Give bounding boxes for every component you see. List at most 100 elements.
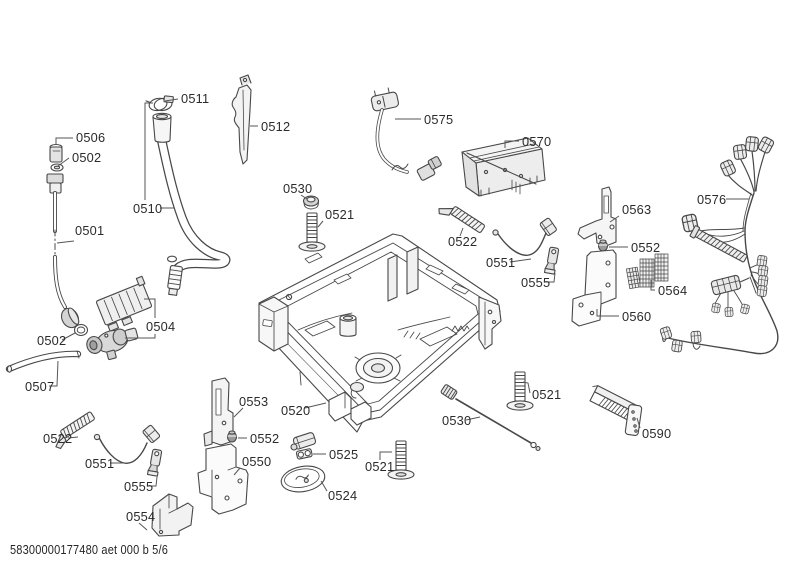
leader-0506 [55,137,73,145]
part-label-0552-bottom: 0552 [250,431,279,446]
part-label-0521-right: 0521 [532,387,561,402]
part-label-0504: 0504 [146,319,175,334]
part-label-0501: 0501 [75,223,104,238]
harness-connector [659,325,673,341]
harness-connector [690,330,702,344]
harness-connector [757,264,769,278]
leader-0504 [125,334,156,339]
part-0521-screw-right [506,371,534,411]
part-0525-switch [290,432,317,460]
part-0550-bracket [197,443,249,515]
harness-connector [744,135,760,153]
part-0552-grommet-right [597,239,609,252]
part-0551-sensor-wire-right [492,217,557,256]
harness-connector [711,302,721,314]
part-0501-supply-hose [53,191,67,309]
part-label-0575: 0575 [424,112,453,127]
part-label-0530-top: 0530 [283,181,312,196]
part-0504-valve [86,327,139,361]
part-0555-latch-left [146,448,163,477]
part-0520-base [258,233,502,433]
leader-0504 [144,298,156,318]
part-label-0521-top: 0521 [325,207,354,222]
leader-0507 [49,360,59,387]
part-label-0576: 0576 [697,192,726,207]
leader-0555-left [148,476,158,487]
part-label-0564: 0564 [658,283,687,298]
part-0504-plate [96,275,152,332]
part-0570-control-module [461,137,546,197]
leader-0564 [650,280,655,291]
part-label-0502-mid: 0502 [37,333,66,348]
part-label-0502-top: 0502 [72,150,101,165]
part-label-0530-bottom: 0530 [442,413,471,428]
part-0555-latch-right [543,246,560,275]
leader-0502-mid [61,332,76,341]
leader-0550 [233,467,241,476]
harness-connector [739,303,751,315]
part-0506-cap [49,143,63,163]
part-0502-ring [73,323,89,337]
part-0553-bracket [203,377,234,447]
part-0530-rod [440,384,541,452]
leader-0570 [504,140,519,148]
part-label-0551-right: 0551 [486,255,515,270]
part-0576-wire-harness [659,135,779,355]
part-0512-strip [231,74,252,165]
part-0507-hose [5,350,82,373]
part-label-0506: 0506 [76,130,105,145]
harness-terminal-block [710,274,742,296]
part-label-0555-right: 0555 [521,275,550,290]
part-label-0554: 0554 [126,509,155,524]
harness-rail [689,225,748,263]
leader-0520 [304,402,327,409]
part-label-0550: 0550 [242,454,271,469]
part-0563-bracket [577,186,617,247]
part-0552-grommet-bottom [226,430,238,443]
part-label-0590: 0590 [642,426,671,441]
leader-0522-right [459,227,464,237]
leader-0502-top [57,157,70,167]
part-0511-clamp [145,95,174,112]
part-0502-washer-top [50,163,64,172]
harness-connector [756,254,768,268]
doc-number: 58300000177480 aet 000 b 5/6 [10,542,168,557]
leader-0521-top [317,220,324,228]
part-label-0570: 0570 [522,134,551,149]
part-label-0520: 0520 [281,403,310,418]
part-label-0507: 0507 [25,379,54,394]
part-0590-rail [589,385,643,436]
part-label-0511: 0511 [181,91,209,106]
part-0575-power-cord [370,87,442,181]
leader-0530-bottom [465,416,481,421]
part-label-0552-right: 0552 [631,240,660,255]
leader-0555-right [545,272,556,283]
leader-0501 [56,240,75,244]
leader-0521-mid [379,451,392,460]
part-0560-bracket [571,249,617,327]
part-label-0555-left: 0555 [124,479,153,494]
leader-0590 [636,417,641,429]
part-0521-screw-top [298,212,326,252]
leader-0511 [164,98,179,102]
leader-0530-top [300,194,308,200]
line-art-layer [5,74,779,537]
label-layer: 0511050605020501051005120530052105750570… [25,91,749,531]
part-label-0553: 0553 [239,394,268,409]
part-union-nut [60,307,80,329]
harness-connector [671,339,683,353]
leader-0560 [596,309,619,317]
part-label-0551-left: 0551 [85,456,114,471]
part-label-0525: 0525 [329,447,358,462]
leader-0524 [320,480,328,492]
part-0524-cover-disc [280,465,326,493]
part-0554-bracket [151,493,194,537]
part-0510-hose [152,112,231,296]
harness-connector [724,306,734,318]
part-label-0522-left: 0522 [43,431,72,446]
part-label-0521-mid: 0521 [365,459,394,474]
harness-connector [732,143,748,161]
leader-0563 [609,215,620,223]
